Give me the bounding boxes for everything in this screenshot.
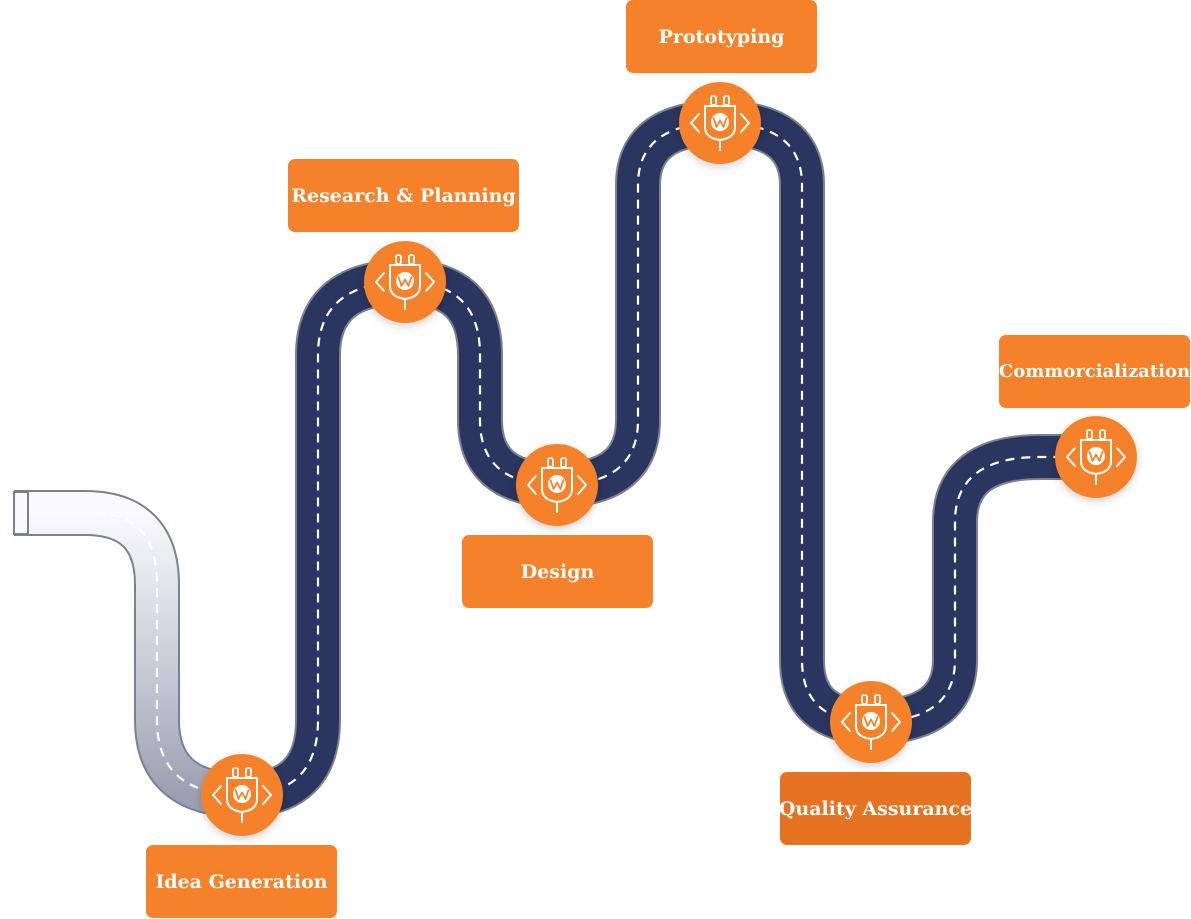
stage-label-quality-assurance: Quality Assurance: [779, 772, 972, 845]
stage-label-design: Design: [462, 535, 653, 608]
stage-label-research-planning: Research & Planning: [288, 159, 519, 232]
stage-label-prototyping: Prototyping: [626, 0, 817, 73]
road-center-dashes: [241, 121, 1096, 797]
road-start-segment: [14, 490, 243, 818]
stage-label-commercialization: Commorcialization: [999, 335, 1190, 408]
stage-label-idea-generation: Idea Generation: [146, 845, 337, 918]
